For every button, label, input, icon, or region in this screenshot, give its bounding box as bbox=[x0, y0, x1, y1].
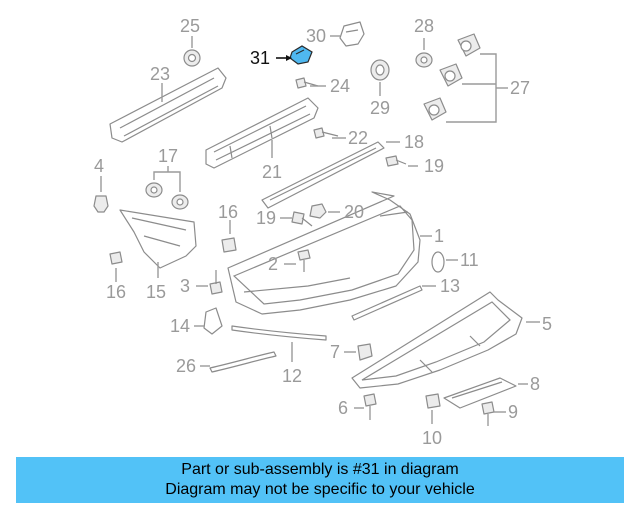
callout-18[interactable]: 18 bbox=[404, 132, 424, 152]
callout-23[interactable]: 23 bbox=[150, 64, 170, 84]
part-6 bbox=[354, 393, 377, 420]
part-31 bbox=[276, 45, 313, 65]
callout-29[interactable]: 29 bbox=[370, 98, 390, 118]
part-16-center bbox=[221, 220, 237, 253]
part-11 bbox=[431, 251, 458, 273]
part-25 bbox=[183, 36, 201, 67]
callout-21[interactable]: 21 bbox=[262, 162, 282, 182]
part-7 bbox=[344, 343, 373, 361]
part-5 bbox=[351, 291, 540, 389]
part-8 bbox=[443, 377, 528, 409]
callout-22[interactable]: 22 bbox=[348, 128, 368, 148]
banner-line-1: Part or sub-assembly is #31 in diagram bbox=[181, 461, 459, 478]
parts-diagram: 25 30 28 31 23 24 29 27 17 22 18 4 21 19… bbox=[93, 16, 552, 448]
part-22 bbox=[313, 127, 346, 139]
part-29 bbox=[370, 59, 390, 96]
callout-16-center[interactable]: 16 bbox=[218, 202, 238, 222]
part-4 bbox=[93, 176, 109, 213]
part-10 bbox=[425, 393, 441, 424]
callout-5[interactable]: 5 bbox=[542, 314, 552, 334]
part-19-upper bbox=[385, 155, 418, 167]
callout-30[interactable]: 30 bbox=[306, 26, 326, 46]
callout-12[interactable]: 12 bbox=[282, 366, 302, 386]
callout-2[interactable]: 2 bbox=[268, 254, 278, 274]
part-27 bbox=[423, 33, 508, 123]
callout-8[interactable]: 8 bbox=[530, 374, 540, 394]
callout-9[interactable]: 9 bbox=[508, 402, 518, 422]
part-24 bbox=[295, 77, 326, 89]
part-17 bbox=[145, 166, 189, 210]
callout-11[interactable]: 11 bbox=[460, 250, 479, 270]
callout-31[interactable]: 31 bbox=[250, 48, 270, 68]
banner-line-2: Diagram may not be specific to your vehi… bbox=[165, 481, 475, 498]
callout-26[interactable]: 26 bbox=[176, 356, 196, 376]
callout-25[interactable]: 25 bbox=[180, 16, 200, 36]
part-21 bbox=[205, 97, 319, 169]
part-2 bbox=[284, 249, 311, 272]
callout-19-upper[interactable]: 19 bbox=[424, 156, 444, 176]
part-18 bbox=[261, 141, 400, 209]
part-14 bbox=[194, 307, 223, 335]
callout-14[interactable]: 14 bbox=[170, 316, 190, 336]
part-28 bbox=[415, 38, 433, 68]
callout-17[interactable]: 17 bbox=[158, 146, 178, 166]
callout-3[interactable]: 3 bbox=[180, 276, 190, 296]
callout-1[interactable]: 1 bbox=[434, 226, 444, 246]
part-23 bbox=[109, 67, 227, 143]
callout-27[interactable]: 27 bbox=[510, 78, 530, 98]
part-3 bbox=[196, 270, 223, 295]
callout-7[interactable]: 7 bbox=[330, 342, 340, 362]
callout-19-lower[interactable]: 19 bbox=[256, 208, 276, 228]
part-9 bbox=[481, 401, 506, 426]
callout-15[interactable]: 15 bbox=[146, 282, 166, 302]
part-1 bbox=[227, 191, 432, 315]
callout-13[interactable]: 13 bbox=[440, 276, 460, 296]
callout-4[interactable]: 4 bbox=[94, 156, 104, 176]
part-20 bbox=[309, 203, 340, 219]
part-19-lower bbox=[280, 211, 313, 227]
callout-28[interactable]: 28 bbox=[414, 16, 434, 36]
part-12 bbox=[231, 325, 327, 362]
callout-16-left[interactable]: 16 bbox=[106, 282, 126, 302]
part-15 bbox=[119, 209, 197, 278]
callout-24[interactable]: 24 bbox=[330, 76, 350, 96]
part-16-left bbox=[109, 251, 123, 282]
info-banner: Part or sub-assembly is #31 in diagram D… bbox=[16, 457, 624, 503]
callout-20[interactable]: 20 bbox=[344, 202, 364, 222]
callout-6[interactable]: 6 bbox=[338, 398, 348, 418]
part-26 bbox=[200, 351, 277, 373]
part-13 bbox=[351, 285, 436, 321]
callout-10[interactable]: 10 bbox=[422, 428, 442, 448]
part-30 bbox=[330, 21, 365, 47]
